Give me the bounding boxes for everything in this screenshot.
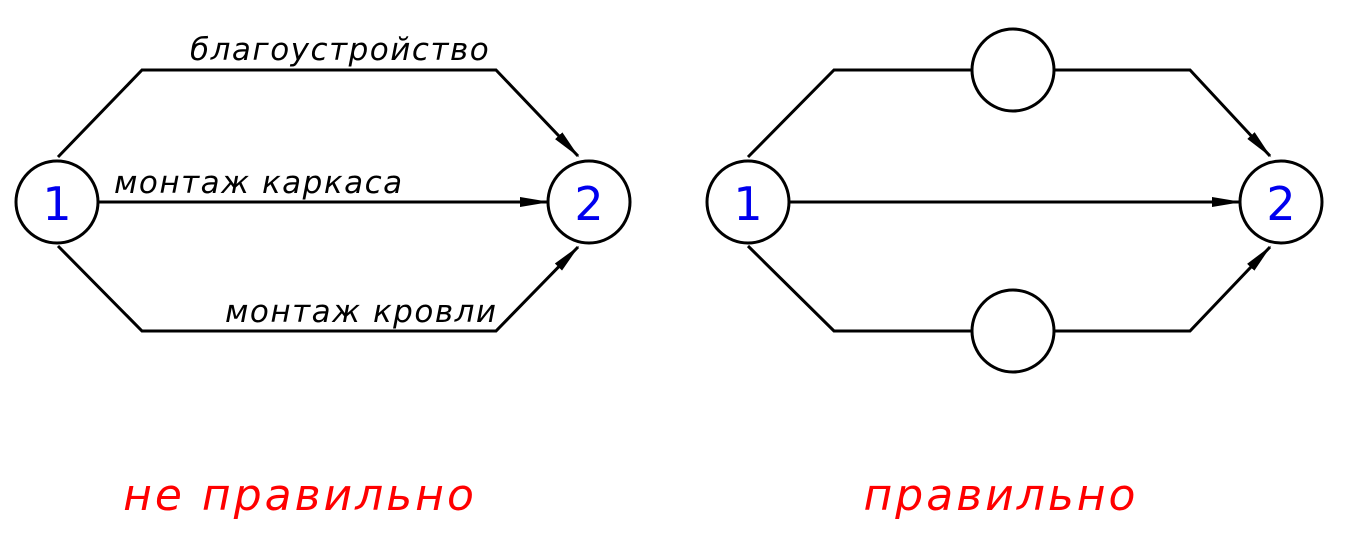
right-start-node: 1 [705,159,791,245]
right-top-intermediate-node [970,27,1056,113]
left-top-edge-label: благоустройство [190,32,490,68]
right-bottom-intermediate-node [970,288,1056,374]
right-start-node-label: 1 [733,177,762,231]
right-bottom-edge-out [1054,245,1272,333]
left-top-edge [56,68,580,159]
left-bottom-edge [56,244,580,333]
right-start-node-circle [705,159,791,245]
left-diagram: 1 2 благоустройство монтаж каркаса монта… [14,32,632,521]
right-top-edge-in [746,68,972,159]
left-middle-edge-label: монтаж каркаса [114,165,404,201]
right-caption: правильно [864,470,1139,521]
right-end-node-circle [1238,159,1324,245]
left-bottom-edge-label: монтаж кровли [225,294,498,330]
left-start-node: 1 [14,159,100,245]
left-caption: не правильно [123,470,477,521]
right-end-node: 2 [1238,159,1324,245]
left-end-node-label: 2 [574,177,603,231]
right-top-edge-out [1054,68,1272,158]
left-end-node-circle [546,159,632,245]
right-end-node-label: 2 [1266,177,1295,231]
left-end-node: 2 [546,159,632,245]
right-bottom-edge-in [746,244,972,333]
left-start-node-label: 1 [42,177,71,231]
right-diagram: 1 2 правильно [705,27,1324,521]
left-start-node-circle [14,159,100,245]
